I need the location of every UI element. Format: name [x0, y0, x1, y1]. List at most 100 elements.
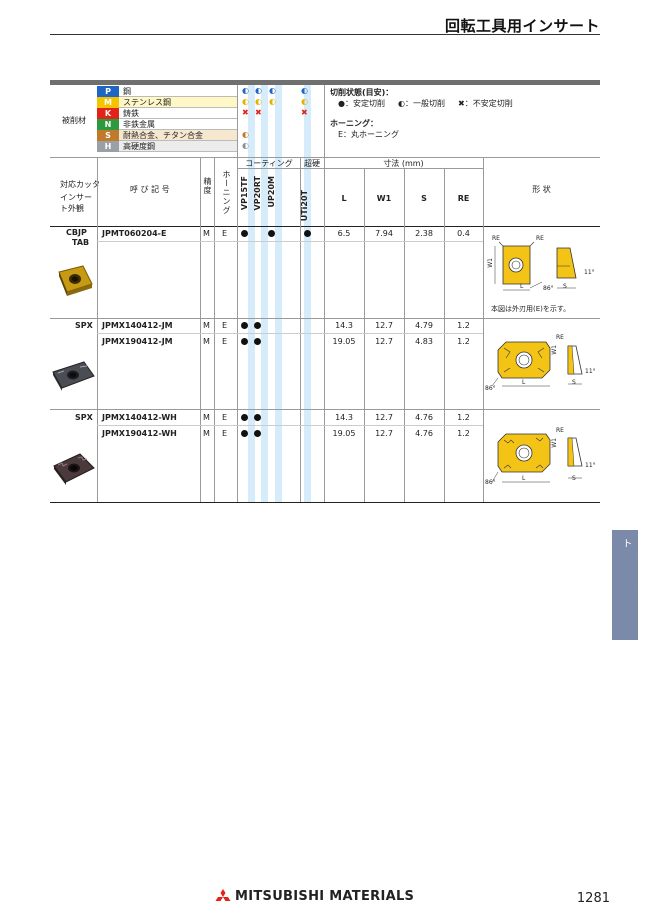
dim-86-label: 86° [485, 479, 496, 486]
material-name: 耐熱合金、チタン合金 [123, 131, 203, 140]
cutter-line: TAB [72, 238, 90, 247]
availability-dot [254, 414, 261, 421]
row2-s: 4.79 [415, 321, 433, 330]
grade-stripe [261, 85, 268, 503]
row2-honing: E [222, 321, 228, 330]
col-accuracy: 精度 [203, 177, 212, 195]
row3-re: 1.2 [457, 337, 470, 346]
grade-vp15tf: VP15TF [240, 176, 249, 211]
col-rule [214, 157, 215, 503]
header-rule [50, 34, 600, 35]
dim-11-label: 11° [584, 269, 595, 276]
dim-w1-label: W1 [551, 438, 558, 448]
row1-s: 2.38 [415, 229, 433, 238]
page-number: 1281 [576, 891, 610, 906]
row1-w1: 7.94 [375, 229, 393, 238]
row3-designation: JPMX190412-JM [102, 337, 173, 346]
row5-accuracy: M [203, 429, 210, 438]
legend-stable: ●：安定切削 [338, 99, 385, 108]
col-carbide: 超硬 [304, 159, 320, 168]
col-rule [97, 157, 98, 503]
row4-designation: JPMX140412-WH [102, 413, 177, 422]
row4-accuracy: M [203, 413, 210, 422]
availability-dot [304, 230, 311, 237]
availability-dot [254, 338, 261, 345]
legend-general: ◐：一般切削 [398, 99, 445, 108]
grade-stripe [304, 85, 311, 503]
col-s: S [421, 194, 427, 203]
dim-11-label: 11° [585, 368, 596, 375]
grade-up20m: UP20M [267, 176, 276, 208]
grade-vp20rt: VP20RT [253, 176, 262, 211]
insert-photo-cbjp [58, 265, 93, 296]
legend-title: 切削状態(目安)： [330, 88, 394, 97]
row3-s: 4.83 [415, 337, 433, 346]
grade-uti20t: UTi20T [300, 190, 309, 222]
general-cut-icon: ◐ [301, 86, 308, 95]
dim-l-label: L [522, 379, 526, 386]
availability-dot [241, 322, 248, 329]
dim-s-label: S [572, 475, 576, 482]
material-code: M [97, 97, 119, 108]
drawing-jpmt [494, 241, 577, 291]
row1-l: 6.5 [337, 229, 351, 238]
col-honing: ホーニング [222, 170, 231, 215]
dim-w1-label: W1 [551, 345, 558, 355]
section-side-tab[interactable]: 回転工具用インサート [612, 530, 646, 640]
availability-dot [241, 230, 248, 237]
col-rule [444, 168, 445, 503]
row-divider [97, 425, 483, 426]
dim-86-label: 86° [543, 285, 554, 292]
material-row: S 耐熱合金、チタン合金 [97, 130, 237, 141]
col-dimensions: 寸法 (mm) [383, 159, 424, 168]
material-code: P [97, 86, 119, 97]
col-insert-view: インサート外観 [60, 193, 92, 213]
row-divider [97, 241, 483, 242]
col-rule [324, 85, 325, 503]
col-rule [364, 168, 365, 503]
row2-designation: JPMX140412-JM [102, 321, 173, 330]
material-row: M ステンレス鋼 [97, 97, 237, 108]
availability-dot [241, 414, 248, 421]
row3-l: 19.05 [332, 337, 356, 346]
dim-l-label: L [522, 475, 526, 482]
material-name: ステンレス鋼 [123, 98, 171, 107]
availability-dot [254, 430, 261, 437]
col-rule [237, 85, 238, 503]
general-cut-icon: ◐ [242, 97, 249, 106]
row4-re: 1.2 [457, 413, 470, 422]
general-cut-icon: ◐ [242, 86, 249, 95]
unstable-cut-icon: ✖ [301, 108, 308, 117]
col-rule [300, 157, 301, 503]
row5-l: 19.05 [332, 429, 356, 438]
general-cut-icon: ◐ [242, 130, 249, 139]
col-re: RE [457, 194, 470, 203]
row1-cutter: CBJP TAB [66, 228, 89, 248]
row5-s: 4.76 [415, 429, 433, 438]
general-cut-icon: ◐ [242, 141, 249, 150]
col-l: L [341, 194, 347, 203]
col-shape: 形 状 [532, 185, 551, 194]
general-cut-icon: ◐ [255, 97, 262, 106]
table-top-bar [50, 80, 600, 85]
general-cut-icon: ◐ [301, 97, 308, 106]
row4-s: 4.76 [415, 413, 433, 422]
unstable-cut-icon: ✖ [255, 108, 262, 117]
col-cutter: 対応カッタ [60, 180, 100, 189]
row3-honing: E [222, 337, 228, 346]
material-code: S [97, 130, 119, 141]
row5-re: 1.2 [457, 429, 470, 438]
availability-dot [241, 338, 248, 345]
dim-re-label: RE [492, 235, 500, 242]
group-divider [50, 409, 600, 410]
group-divider [50, 318, 600, 319]
dim-s-label: S [572, 379, 576, 386]
material-name: 非鉄金属 [123, 120, 155, 129]
material-name: 鋳鉄 [123, 109, 139, 118]
col-designation: 呼 び 記 号 [130, 185, 170, 194]
row2-re: 1.2 [457, 321, 470, 330]
legend-unstable: ✖：不安定切削 [458, 99, 513, 108]
availability-dot [268, 230, 275, 237]
row3-w1: 12.7 [375, 337, 393, 346]
